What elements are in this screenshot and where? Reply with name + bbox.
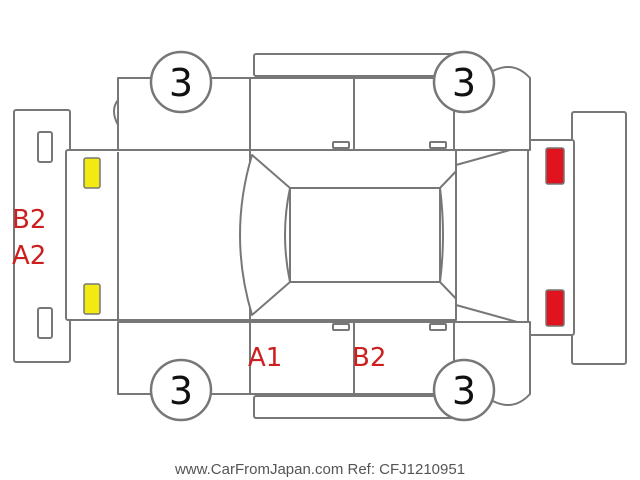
wheel-front-left-number: 3 bbox=[169, 369, 193, 413]
wheel-front-left: 3 bbox=[149, 358, 213, 422]
front-left-door-mark: A1 bbox=[248, 343, 282, 373]
wheel-rear-right: 3 bbox=[432, 50, 496, 114]
front-lamps bbox=[83, 157, 101, 315]
front-lamp-upper bbox=[83, 157, 101, 189]
rear-left-door-mark: B2 bbox=[352, 343, 386, 373]
wheel-rear-left-number: 3 bbox=[452, 369, 476, 413]
rear-lamp-upper bbox=[545, 147, 565, 185]
footer-reference: www.CarFromJapan.com Ref: CFJ1210951 bbox=[174, 461, 465, 478]
front-lamp-lower bbox=[83, 283, 101, 315]
rear-bumper bbox=[571, 111, 627, 365]
cabin bbox=[239, 149, 469, 321]
rear-lamps bbox=[545, 147, 565, 327]
wheel-front-right: 3 bbox=[149, 50, 213, 114]
wheel-rear-left: 3 bbox=[432, 358, 496, 422]
front-bumper bbox=[13, 109, 71, 363]
front-bumper-mark-a2: A2 bbox=[12, 241, 46, 271]
rear-lamp-lower bbox=[545, 289, 565, 327]
wheel-rear-right-number: 3 bbox=[452, 61, 476, 105]
front-bumper-mark-b2: B2 bbox=[12, 205, 46, 235]
wheel-front-right-number: 3 bbox=[169, 61, 193, 105]
